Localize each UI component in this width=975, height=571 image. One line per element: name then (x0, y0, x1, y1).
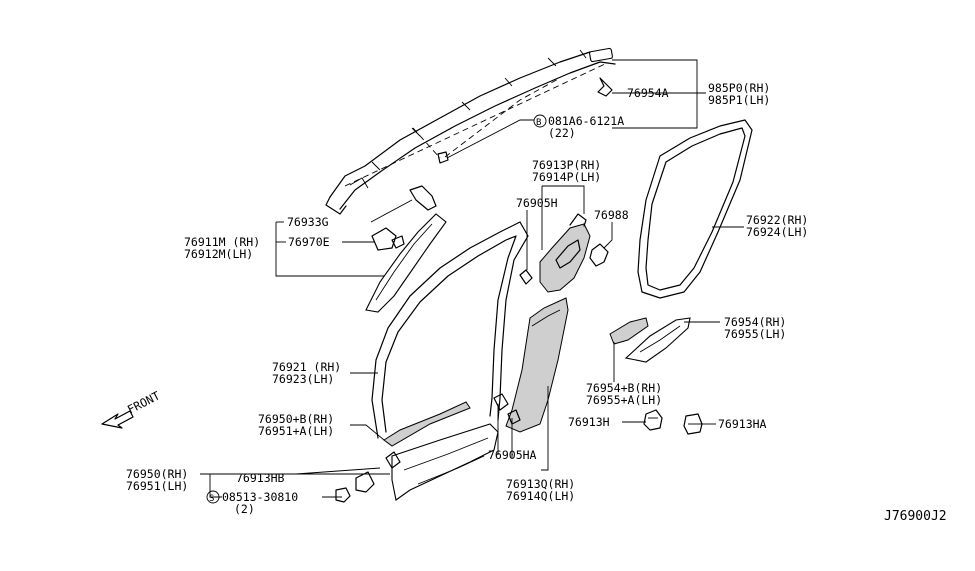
label-76921: 76921 (RH) (272, 360, 341, 374)
screw-symbol-icon (206, 490, 220, 504)
label-bolt-qty: (22) (548, 126, 576, 140)
rear-door-weatherstrip (637, 119, 753, 299)
front-door-weatherstrip (371, 221, 529, 439)
label-76951: 76951(LH) (126, 479, 188, 493)
screw-08513 (335, 487, 351, 503)
label-76954: 76954(RH) (724, 315, 786, 329)
front-label: FRONT (125, 388, 162, 416)
label-985P0: 985P0(RH) (708, 81, 770, 95)
label-76923: 76923(LH) (272, 372, 334, 386)
label-76905HA: 76905HA (488, 448, 537, 462)
label-76922: 76922(RH) (746, 213, 808, 227)
label-76950B: 76950+B(RH) (258, 412, 334, 426)
front-arrow-icon (101, 410, 134, 429)
diagram-id: J76900J2 (884, 509, 947, 524)
label-76970E: 76970E (288, 235, 330, 249)
front-kicking-plate (355, 423, 499, 501)
label-76905H: 76905H (516, 196, 558, 210)
label-76913HB: 76913HB (236, 471, 285, 485)
label-76913H: 76913H (568, 415, 610, 429)
label-76913P: 76913P(RH) (532, 158, 601, 172)
kicking-plate-inner (383, 401, 471, 447)
b-pillar-upper-garnish (519, 213, 591, 293)
label-76924: 76924(LH) (746, 225, 808, 239)
clip-76913HA (683, 413, 703, 435)
clip-76913H (643, 409, 663, 431)
label-76988: 76988 (594, 208, 629, 222)
bolt-symbol-icon (533, 114, 547, 128)
rear-kicking-plate (609, 317, 691, 363)
label-76950: 76950(RH) (126, 467, 188, 481)
label-76911M: 76911M (RH) (184, 235, 260, 249)
label-76913Q: 76913Q(RH) (506, 477, 575, 491)
label-bolt: 081A6-6121A (548, 114, 624, 128)
label-screw: 08513-30810 (222, 490, 298, 504)
label-76913HA: 76913HA (718, 417, 767, 431)
label-76955: 76955(LH) (724, 327, 786, 341)
label-76954A: 76954A (627, 86, 669, 100)
label-screw-qty: (2) (234, 502, 255, 516)
a-pillar-garnish (365, 185, 447, 313)
label-76914Q: 76914Q(LH) (506, 489, 575, 503)
leader-985P0 (612, 59, 706, 94)
label-76912M: 76912M(LH) (184, 247, 253, 261)
label-985P1: 985P1(LH) (708, 93, 770, 107)
bolt-symbol: B (536, 118, 541, 128)
label-76933G: 76933G (287, 215, 329, 229)
label-76954B: 76954+B(RH) (586, 381, 662, 395)
clip-76988 (589, 243, 609, 267)
label-76914P: 76914P(LH) (532, 170, 601, 184)
label-76951A: 76951+A(LH) (258, 424, 334, 438)
screw-symbol: S (209, 494, 214, 504)
curtain-airbag (325, 47, 616, 215)
label-76955A: 76955+A(LH) (586, 393, 662, 407)
